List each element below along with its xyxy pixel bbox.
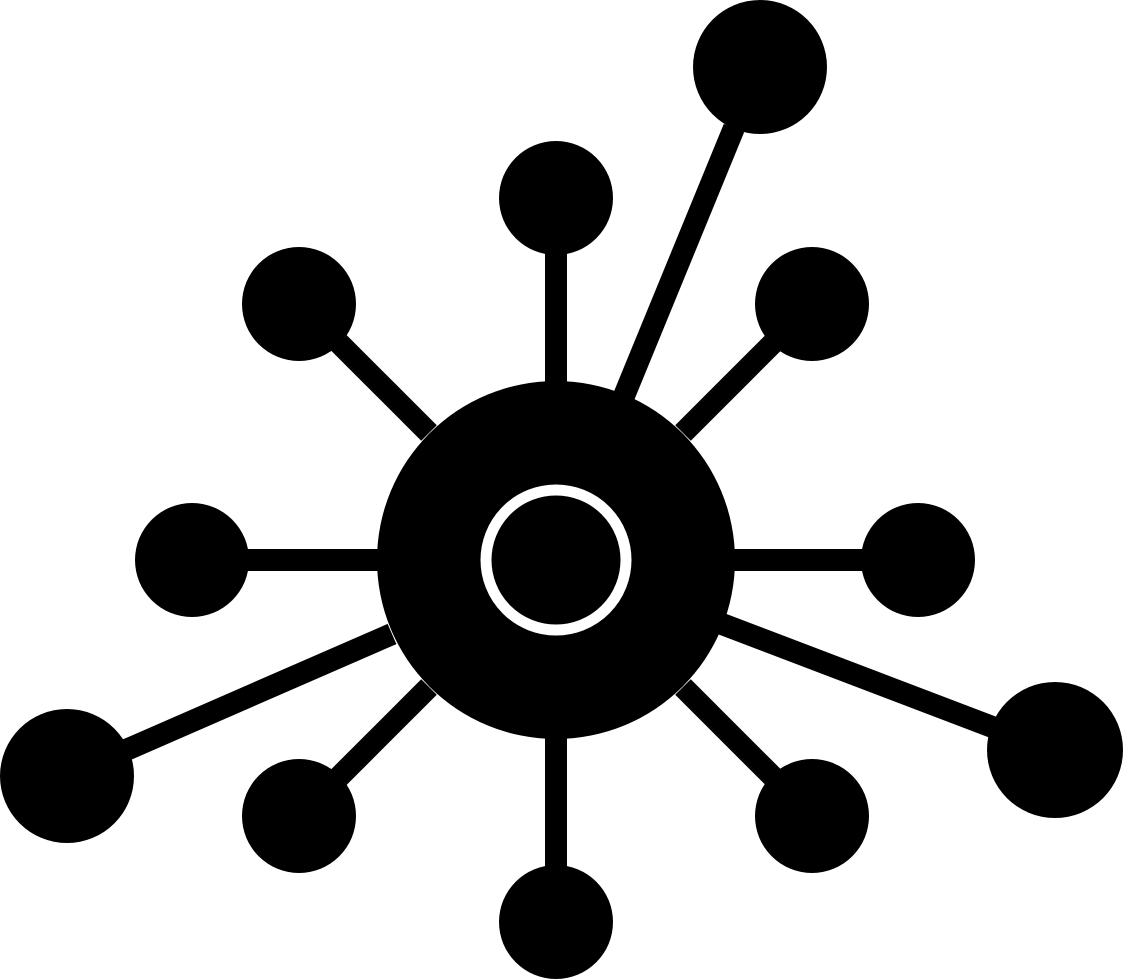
node-upper-right <box>755 247 869 361</box>
node-left <box>135 503 249 617</box>
central-hub <box>377 381 735 739</box>
hub-ring <box>480 484 632 636</box>
node-lower-left-large <box>0 709 134 843</box>
connector-upper-left <box>322 326 437 441</box>
connector-lower-right-long <box>718 613 999 739</box>
connector-upper-right <box>675 326 790 441</box>
connector-top-right-long <box>613 123 745 401</box>
hub-core <box>501 505 611 615</box>
node-lower-left <box>242 759 356 873</box>
connector-lower-left <box>322 679 437 794</box>
node-lower-right <box>755 759 869 873</box>
node-bottom <box>499 865 613 979</box>
node-top <box>499 141 613 255</box>
connector-lower-left-long <box>121 623 397 761</box>
connector-lines <box>121 123 999 868</box>
node-top-right-large <box>693 0 827 134</box>
node-lower-right-large <box>987 682 1123 818</box>
connector-lower-right <box>675 679 790 794</box>
node-right <box>861 503 975 617</box>
node-upper-left <box>242 247 356 361</box>
